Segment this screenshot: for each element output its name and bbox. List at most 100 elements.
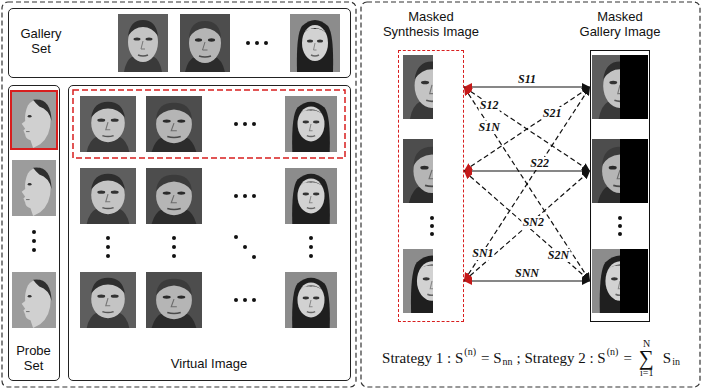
label-holder: S1N: [478, 117, 501, 135]
mask: [620, 249, 648, 313]
text-holder: Virtual Image: [69, 357, 349, 372]
formula-term: in: [672, 357, 680, 367]
formula-term: = S: [481, 351, 502, 366]
mask: [620, 139, 648, 203]
face-photo: [80, 272, 136, 328]
ellipsis-dot: [243, 298, 247, 302]
ellipsis-dot: [106, 245, 110, 249]
ellipsis-dot: [618, 216, 622, 220]
ellipsis-dot: [252, 255, 256, 259]
formula-term: Strategy 1 : S: [382, 351, 463, 366]
face-photo: [12, 92, 56, 148]
face-photo: [12, 272, 56, 328]
ellipsis-dot: [430, 216, 434, 220]
text-holder: Probe Set: [11, 344, 56, 374]
gallery-faces: [118, 14, 340, 72]
image-column: Masked Gallery Image: [565, 6, 675, 324]
face-photo: [403, 249, 461, 313]
set-label: Gallery Set: [15, 27, 67, 57]
dashed-panel: [361, 2, 700, 387]
similarity-arrow: [464, 171, 590, 281]
ellipsis-dot: [618, 224, 622, 228]
ellipsis-dot: [234, 194, 238, 198]
face-photo: [12, 160, 56, 216]
similarity-label: SN2: [522, 216, 545, 229]
ellipsis-dot: [264, 41, 268, 45]
formula-term: N: [643, 339, 650, 349]
text-holder: Gallery Set: [15, 27, 67, 57]
face-photo: [146, 272, 202, 328]
ellipsis-dot: [106, 254, 110, 258]
virtual-faces: [73, 90, 345, 328]
masked-synthesis-faces: [403, 55, 461, 313]
ellipsis-dot: [172, 245, 176, 249]
image-column: Masked Synthesis Image: [376, 6, 486, 324]
masked-gallery-faces: [592, 55, 648, 313]
similarity-label: S1N: [478, 121, 501, 134]
face-photo: [118, 14, 168, 72]
formula-term: =: [623, 351, 631, 366]
mask: [433, 139, 461, 203]
face-photo: [592, 55, 648, 119]
similarity-label: S21: [542, 107, 563, 120]
similarity-arrow: [464, 87, 590, 171]
label-holder: SNN: [514, 263, 540, 281]
face-photo: [80, 96, 136, 152]
ellipsis-dot: [234, 122, 238, 126]
label-holder: SN2: [522, 212, 545, 230]
similarity-arrow: [464, 86, 590, 87]
ellipsis-dot: [255, 41, 259, 45]
face-photo: [290, 14, 340, 72]
face-photo: [403, 139, 461, 203]
ellipsis-dot: [309, 245, 313, 249]
ellipsis-dot: [234, 298, 238, 302]
similarity-arrow: [464, 87, 590, 281]
ellipsis-dot: [252, 298, 256, 302]
ellipsis-dot: [243, 245, 247, 249]
similarity-label: S2N: [547, 249, 570, 262]
formula-term: ; Strategy 2 : S: [517, 351, 606, 366]
similarity-label: SN1: [471, 247, 494, 260]
ellipsis-dot: [106, 236, 110, 240]
similarity-label: S22: [529, 157, 550, 170]
text-holder: Masked Gallery Image: [578, 10, 662, 40]
column-outline: [590, 50, 650, 322]
face-photo: [285, 272, 337, 328]
face-photo: [285, 96, 337, 152]
dashed-panel: [2, 2, 356, 387]
strategy-formula: Strategy 1 : S(n)= Snn; Strategy 2 : S(n…: [364, 338, 698, 378]
face-photo: [80, 168, 136, 224]
label-holder: S2N: [547, 245, 570, 263]
ellipsis-dot: [246, 41, 250, 45]
selection-frame: [73, 90, 345, 158]
ellipsis-dot: [172, 236, 176, 240]
face-photo: [592, 139, 648, 203]
label-holder: S22: [529, 153, 550, 171]
label-holder: S12: [479, 95, 500, 113]
label-holder: S11: [517, 69, 537, 87]
ellipsis-dot: [32, 239, 36, 243]
ellipsis-dot: [309, 254, 313, 258]
similarity-label: S12: [479, 99, 500, 112]
ellipsis-dot: [234, 235, 238, 239]
similarity-arrow: [464, 170, 590, 171]
face-photo: [592, 249, 648, 313]
label-holder: S21: [542, 103, 563, 121]
face-photo: [403, 55, 461, 119]
face-photo: [180, 14, 230, 72]
similarity-label: SNN: [514, 267, 540, 280]
similarity-label: S11: [517, 73, 537, 86]
similarity-arrow: [464, 87, 590, 281]
ellipsis-dot: [32, 248, 36, 252]
ellipsis-dot: [243, 194, 247, 198]
face-photo: [146, 168, 202, 224]
formula-term: i=1: [640, 368, 653, 378]
ellipsis-dot: [430, 224, 434, 228]
column-heading: Masked Gallery Image: [578, 10, 662, 40]
selection-frame: [11, 91, 57, 149]
column-heading: Masked Synthesis Image: [381, 10, 481, 40]
set-box: Gallery Set: [8, 8, 351, 78]
similarity-arrow: [464, 171, 590, 281]
label-holder: SN1: [471, 243, 494, 261]
